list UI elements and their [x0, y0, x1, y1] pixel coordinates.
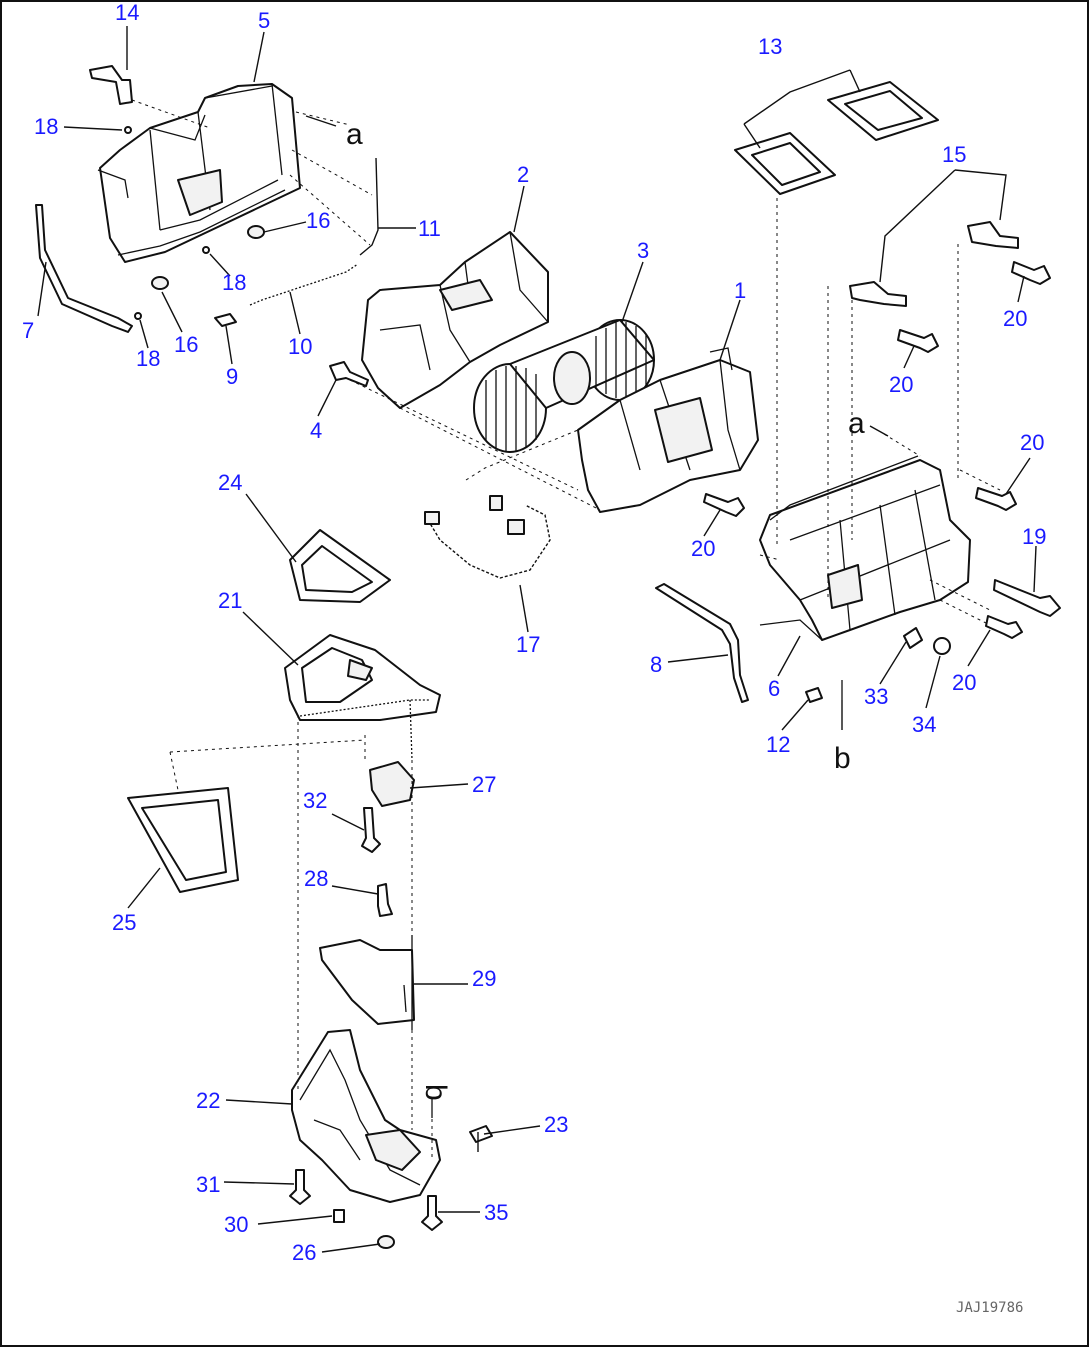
callout-32: 32 [303, 788, 327, 813]
callout-21: 21 [218, 588, 242, 613]
callout-19: 19 [1022, 524, 1046, 549]
clip-part-23 [469, 1125, 493, 1143]
housing-cover-part [97, 83, 301, 263]
callout-28: 28 [304, 866, 328, 891]
callout-14: 14 [115, 0, 139, 25]
damper-part-27 [369, 761, 415, 807]
screw-part-20-blower [703, 493, 745, 517]
callout-10: 10 [288, 334, 312, 359]
callout-23: 23 [544, 1112, 568, 1137]
callout-30: 30 [224, 1212, 248, 1237]
screw-part-20-lowright [985, 615, 1023, 639]
bracket-part-15b [967, 221, 1019, 249]
rubber-foot-part-16a [151, 276, 169, 290]
reference-letter-b-upper: b [834, 742, 851, 775]
callout-11: 11 [418, 216, 441, 241]
reference-letter-a-lower: a [848, 407, 865, 440]
clip-part-9 [214, 313, 237, 327]
bracket-part-14 [89, 65, 133, 105]
callout-12: 12 [766, 732, 790, 757]
callout-1: 1 [734, 278, 746, 303]
callout-15: 15 [942, 142, 966, 167]
callout-16: 16 [306, 208, 330, 233]
bolt-part-4 [329, 361, 369, 387]
flap-part-29 [319, 935, 415, 1030]
screw-part-35 [421, 1195, 443, 1231]
lower-duct-part-22 [291, 1029, 441, 1203]
callout-20: 20 [691, 536, 715, 561]
gasket-part-24 [289, 529, 391, 603]
callout-20: 20 [1003, 306, 1027, 331]
spring-part-10 [249, 263, 359, 306]
arrow-a-lower [869, 425, 889, 437]
callout-9: 9 [226, 364, 238, 389]
screw-part-20-mid [897, 329, 939, 353]
callout-31: 31 [196, 1172, 220, 1197]
callout-22: 22 [196, 1088, 220, 1113]
callout-33: 33 [864, 684, 888, 709]
callout-25: 25 [112, 910, 136, 935]
callout-5: 5 [258, 8, 270, 33]
callout-6: 6 [768, 676, 780, 701]
rubber-foot-part-16b [247, 225, 265, 239]
reference-letter-a-upper: a [346, 118, 363, 151]
rod-part-8 [655, 583, 749, 703]
callout-34: 34 [912, 712, 936, 737]
duct-case-part-6 [759, 455, 971, 641]
screw-part-20-right [975, 487, 1017, 511]
bolt-part-19 [993, 579, 1061, 617]
callout-20: 20 [1020, 430, 1044, 455]
nut-part-12 [805, 687, 823, 703]
bracket-part-15a [849, 281, 907, 307]
blower-case-part-2 [361, 231, 549, 409]
callout-16: 16 [174, 332, 198, 357]
callout-20: 20 [889, 372, 913, 397]
screw-part-18a [124, 126, 132, 134]
callout-26: 26 [292, 1240, 316, 1265]
drawing-code: JAJ19786 [956, 1300, 1023, 1316]
callout-35: 35 [484, 1200, 508, 1225]
rubber-foot-part-26 [377, 1235, 395, 1249]
screw-part-32 [361, 807, 381, 853]
leader-lines [37, 26, 1037, 1253]
callout-18: 18 [136, 346, 160, 371]
gasket-pair-part-13 [734, 81, 939, 195]
callout-18: 18 [34, 114, 58, 139]
callout-27: 27 [472, 772, 496, 797]
reference-letter-b-lower: b [419, 1084, 452, 1101]
gasket-part-25 [127, 787, 239, 893]
callout-2: 2 [517, 162, 529, 187]
callout-4: 4 [310, 418, 322, 443]
cable-part-11 [359, 157, 379, 256]
callout-29: 29 [472, 966, 496, 991]
callout-labels: 14 5 18 16 11 18 7 18 16 9 10 2 3 1 4 13… [22, 0, 1046, 1265]
rod-part-7 [35, 204, 133, 333]
nut-part-30 [333, 1209, 345, 1223]
wire-harness-part-17 [424, 495, 551, 579]
callout-20: 20 [952, 670, 976, 695]
callout-24: 24 [218, 470, 242, 495]
screw-part-18b [202, 246, 210, 254]
pin-part-28 [377, 883, 393, 917]
blower-case-part-1 [577, 347, 759, 513]
callout-8: 8 [650, 652, 662, 677]
callout-13: 13 [758, 34, 782, 59]
screw-part-31 [289, 1169, 311, 1205]
callout-7: 7 [22, 318, 34, 343]
screw-part-18c [134, 312, 142, 320]
blower-fan-part-3 [473, 319, 655, 453]
arrow-a-upper [305, 115, 337, 127]
clip-part-33 [903, 627, 923, 649]
callout-17: 17 [516, 632, 540, 657]
screw-part-20-topright [1011, 261, 1051, 285]
duct-frame-part-21 [284, 634, 441, 761]
grommet-part-34 [933, 637, 951, 655]
callout-18: 18 [222, 270, 246, 295]
callout-3: 3 [637, 238, 649, 263]
